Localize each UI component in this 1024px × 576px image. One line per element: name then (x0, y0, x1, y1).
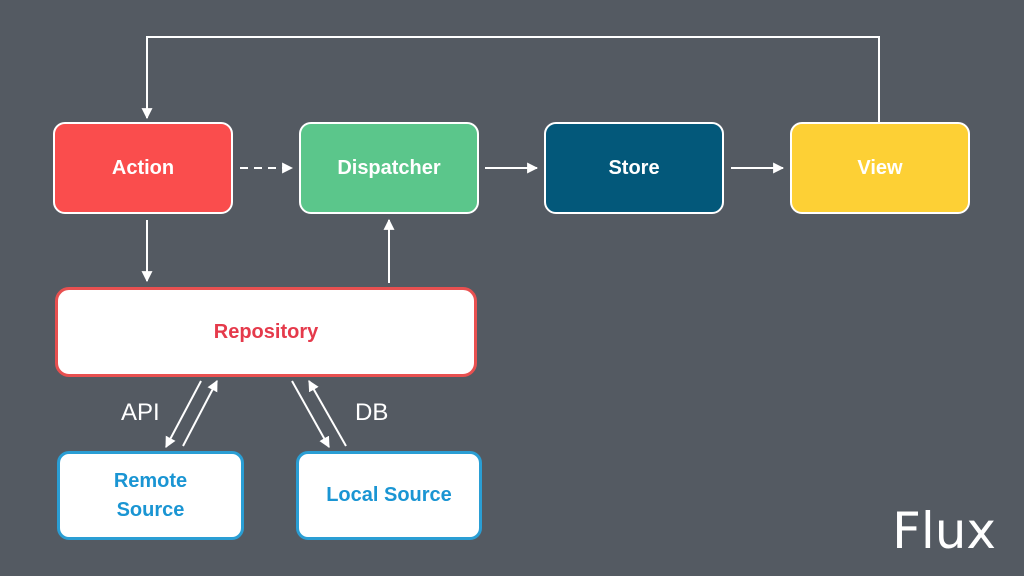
node-store: Store (544, 122, 724, 214)
node-dispatcher-label: Dispatcher (337, 156, 441, 179)
arrow-repository-to-local (291, 380, 330, 448)
edge-label-db: DB (355, 399, 389, 426)
edge-label-api: API (121, 399, 160, 426)
node-local-source: Local Source (296, 451, 482, 540)
node-repository: Repository (55, 287, 477, 377)
arrow-view-to-action (141, 36, 880, 122)
node-view: View (790, 122, 970, 214)
arrow-repository-to-remote (165, 380, 202, 448)
arrow-remote-to-repository (182, 380, 218, 447)
node-action-label: Action (111, 156, 175, 179)
node-view-label: View (857, 156, 903, 179)
node-local-source-label: Local Source (326, 484, 452, 506)
arrow-local-to-repository (308, 380, 347, 447)
node-store-label: Store (608, 156, 660, 179)
diagram-title: Flux (892, 502, 996, 560)
node-remote-source-label: Remote Source (113, 469, 188, 521)
node-repository-label: Repository (213, 320, 319, 343)
node-remote-source: Remote Source (57, 451, 244, 540)
node-action: Action (53, 122, 233, 214)
node-dispatcher: Dispatcher (299, 122, 479, 214)
